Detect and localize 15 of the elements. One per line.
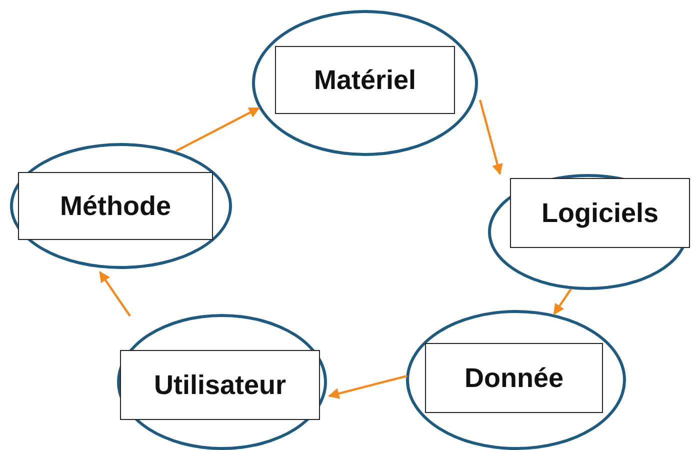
term-box: Utilisateur <box>120 350 320 420</box>
ellipse-outline <box>252 10 478 156</box>
arrow <box>478 100 503 176</box>
ellipse-outline <box>406 310 626 450</box>
arrow <box>553 288 572 315</box>
term-box: Logiciels <box>510 178 690 248</box>
ellipse-outline <box>10 143 232 269</box>
term-box: Méthode <box>18 172 213 240</box>
ellipse-outline <box>488 174 688 290</box>
arrow <box>99 271 131 317</box>
arrow <box>328 374 408 399</box>
term-box: Donnée <box>425 343 603 413</box>
ellipse-outline <box>117 314 327 450</box>
term-box: Matériel <box>275 46 455 114</box>
arrow <box>176 106 260 152</box>
